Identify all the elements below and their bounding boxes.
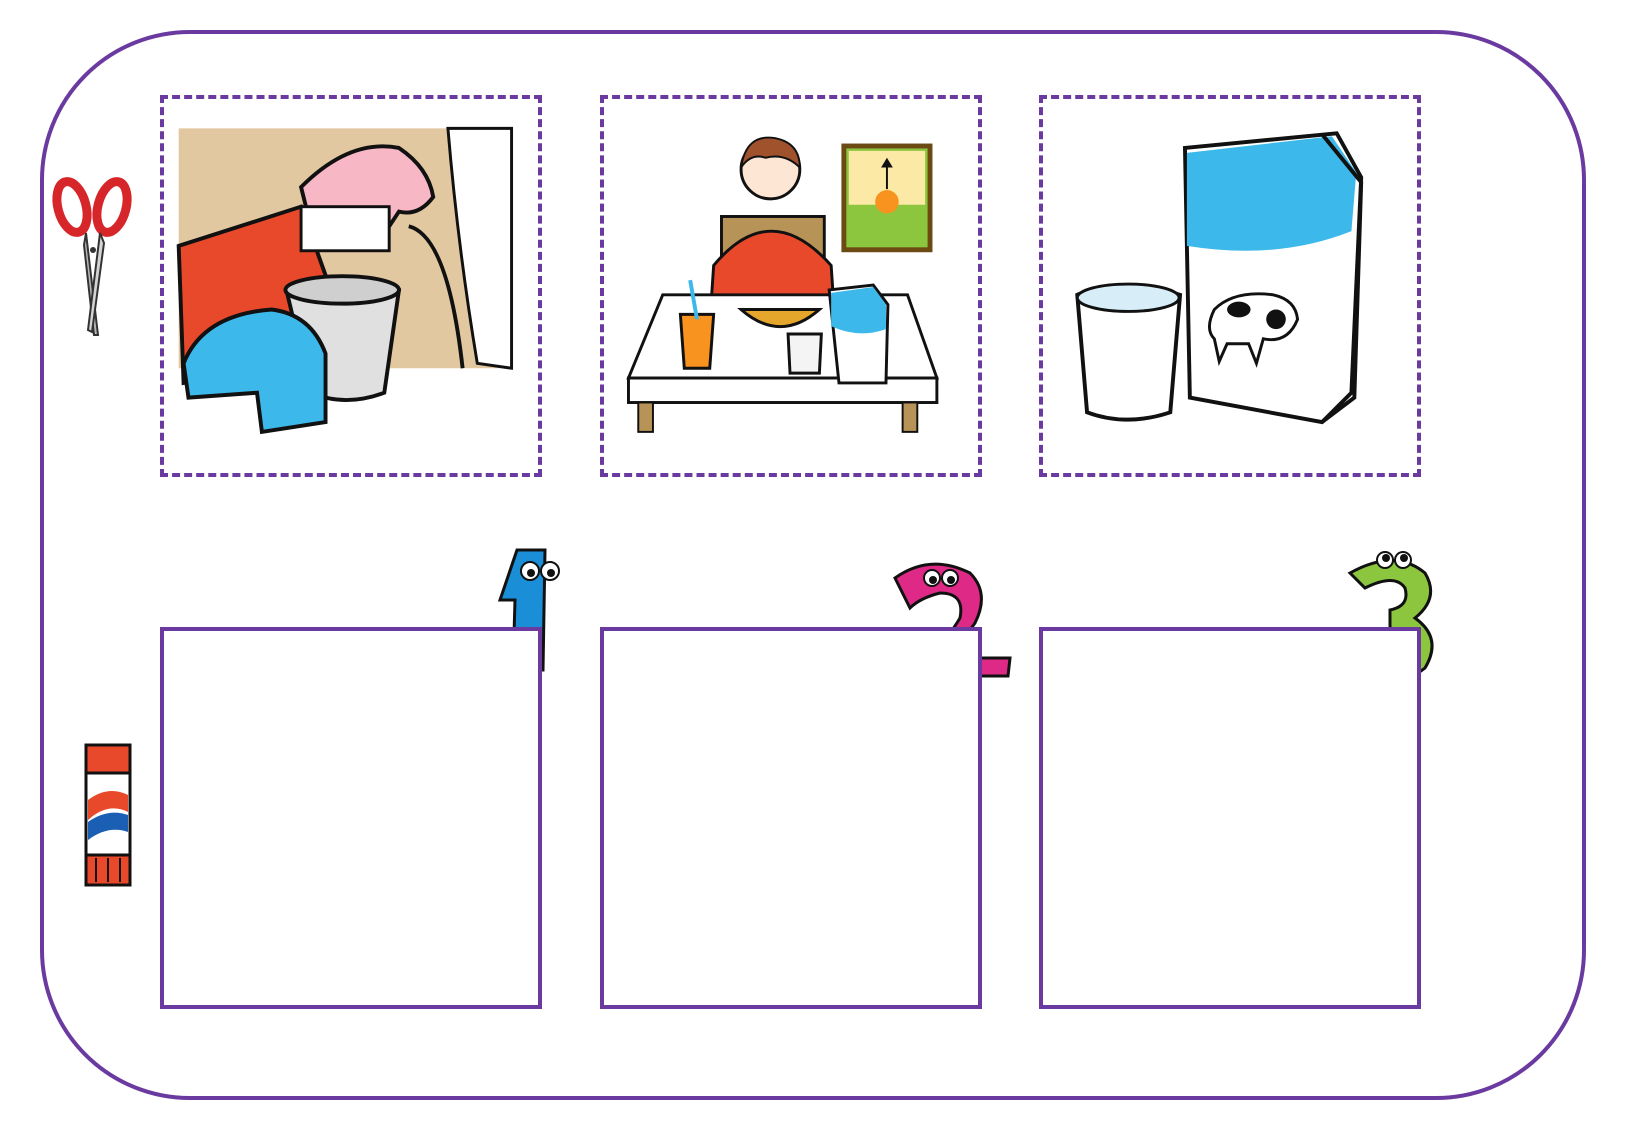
sequencing-board: [40, 30, 1586, 1100]
paste-slot-1[interactable]: [160, 627, 542, 1009]
glue-stick-icon: [84, 743, 132, 887]
cut-card-milking[interactable]: [160, 95, 542, 477]
milking-cow-picture: [176, 126, 514, 435]
cut-card-breakfast[interactable]: [600, 95, 982, 477]
scissors-icon: [52, 177, 132, 336]
cut-card-milk[interactable]: [1039, 95, 1421, 477]
boy-eating-breakfast-picture: [626, 136, 939, 433]
milk-carton-and-glass-picture: [1075, 131, 1364, 425]
paste-slot-3[interactable]: [1039, 627, 1421, 1009]
paste-slot-2[interactable]: [600, 627, 982, 1009]
